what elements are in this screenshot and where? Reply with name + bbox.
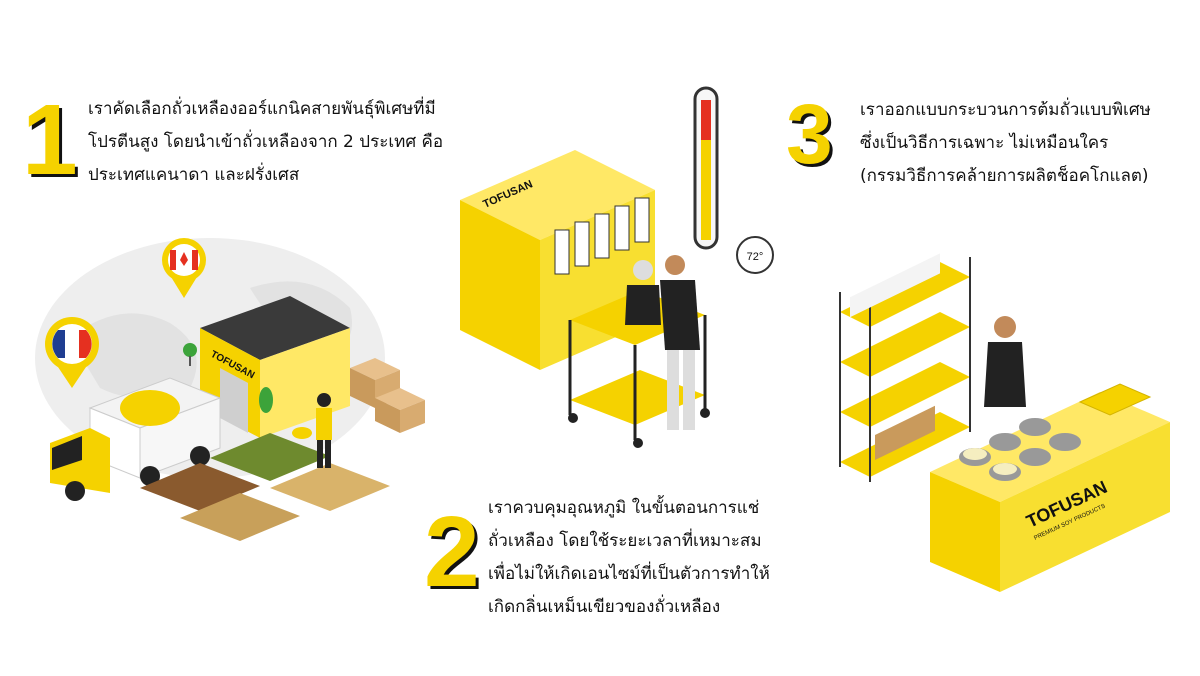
step-2-line-4: เกิดกลิ่นเหม็นเขียวของถั่วเหลือง xyxy=(488,597,721,617)
delivery-truck xyxy=(50,377,222,501)
temperature-dial: 72° xyxy=(736,236,774,274)
boiling-counter: TOFUSAN PREMIUM SOY PRODUCTS xyxy=(930,392,1170,592)
cooking-pots xyxy=(959,418,1081,481)
step-2-line-1: เราควบคุมอุณหภูมิ ในขั้นตอนการแช่ xyxy=(488,498,760,518)
farmer-figure xyxy=(292,393,332,468)
step-3-line-3: (กรรมวิธีการคล้ายการผลิตช็อคโกแลต) xyxy=(860,166,1149,186)
illustration-sourcing: TOFUSAN xyxy=(35,238,425,541)
thermometer-icon xyxy=(693,86,719,250)
soybean-fields xyxy=(140,433,390,541)
cardboard-boxes xyxy=(350,358,425,433)
step-2-number: 2 xyxy=(424,496,480,608)
step-2-line-2: ถั่วเหลือง โดยใช้ระยะเวลาที่เหมาะสม xyxy=(488,531,762,551)
step-1-line-3: ประเทศแคนาดา และฝรั่งเศส xyxy=(88,165,300,185)
step-2-line-3: เพื่อไม่ให้เกิดเอนไซม์ที่เป็นตัวการทำให้ xyxy=(488,564,770,584)
step-1-text: เราคัดเลือกถั่วเหลืองออร์แกนิคสายพันธุ์พ… xyxy=(88,93,443,192)
step-1-number: 1 xyxy=(22,84,78,196)
cook-figure xyxy=(984,316,1026,407)
step-3-line-1: เราออกแบบกระบวนการต้มถั่วแบบพิเศษ xyxy=(860,100,1151,120)
step-1-line-2: โปรตีนสูง โดยนำเข้าถั่วเหลืองจาก 2 ประเท… xyxy=(88,132,444,152)
step-2-text: เราควบคุมอุณหภูมิ ในขั้นตอนการแช่ ถั่วเห… xyxy=(488,492,770,624)
step-3-line-2: ซึ่งเป็นวิธีการเฉพาะ ไม่เหมือนใคร xyxy=(860,133,1109,153)
kitchen-workers xyxy=(625,255,700,430)
illustration-soaking: TOFUSAN 72° xyxy=(460,86,774,448)
illustration-boiling: TOFUSAN PREMIUM SOY PRODUCTS xyxy=(839,253,1170,592)
step-1-line-1: เราคัดเลือกถั่วเหลืองออร์แกนิคสายพันธุ์พ… xyxy=(88,99,436,119)
step-3-number: 3 xyxy=(786,87,833,181)
france-flag-pin-icon xyxy=(45,317,99,388)
canada-flag-pin-icon xyxy=(162,238,206,298)
bottle-shelving xyxy=(839,253,971,482)
temperature-readout: 72° xyxy=(747,251,764,263)
warehouse: TOFUSAN xyxy=(200,296,350,438)
step-3-text: เราออกแบบกระบวนการต้มถั่วแบบพิเศษ ซึ่งเป… xyxy=(860,94,1151,193)
